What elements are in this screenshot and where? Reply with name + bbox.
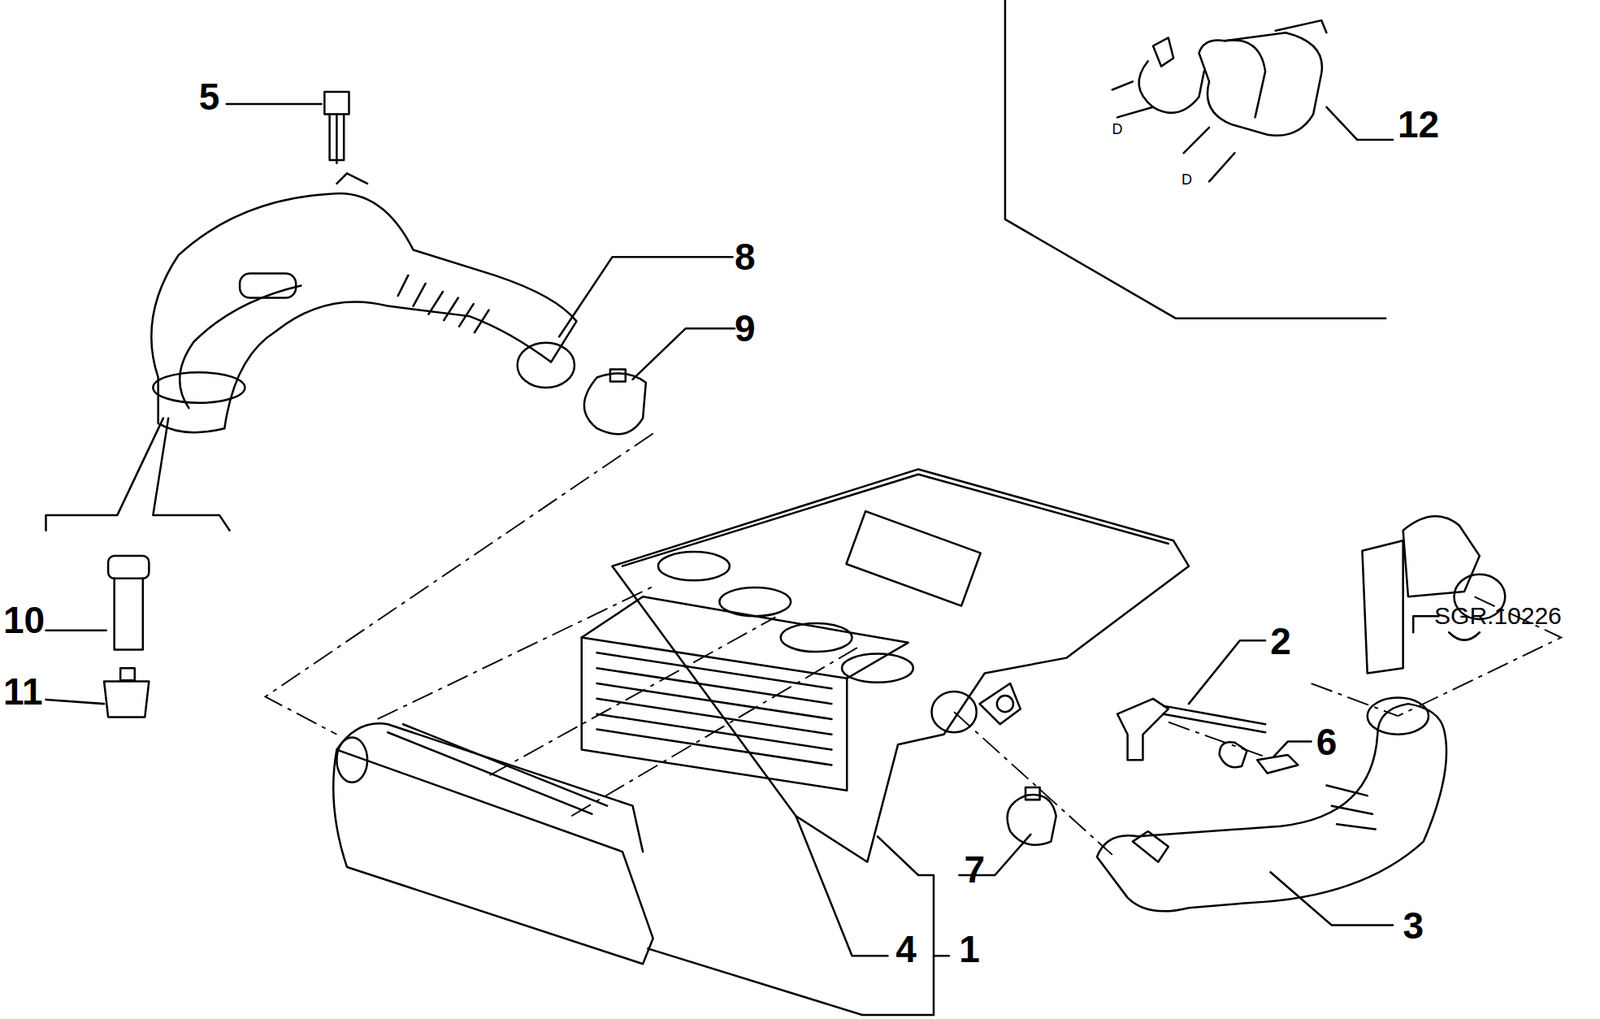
dimension-label: D [1112, 121, 1124, 137]
part-code: SGR.10226 [1434, 603, 1562, 629]
callout-number: 12 [1397, 105, 1440, 144]
dimension-label: D [1181, 172, 1193, 187]
callout-number: 1 [958, 930, 980, 968]
callout-number: 2 [1270, 622, 1292, 660]
callout-number: 11 [3, 672, 44, 711]
callout-number: 9 [734, 309, 756, 347]
callout-number: 3 [1402, 906, 1424, 945]
callout-number: 10 [3, 601, 45, 639]
callout-number: 7 [963, 850, 985, 889]
callout-number: 4 [895, 930, 917, 968]
callout-number: 5 [199, 78, 221, 116]
callout-number: 8 [734, 238, 756, 276]
callout-number: 6 [1316, 723, 1338, 761]
